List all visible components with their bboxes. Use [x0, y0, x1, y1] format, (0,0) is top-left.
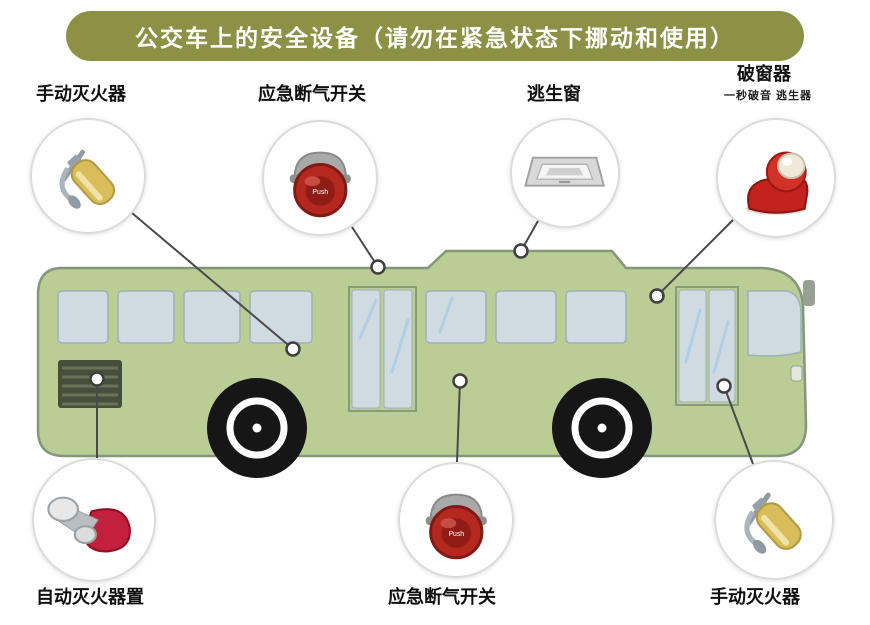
label-window-breaker: 破窗器 — [737, 64, 791, 84]
auto-extinguisher-icon — [47, 496, 132, 553]
connector-lines — [96, 212, 754, 465]
gas-cutoff-switch-icon: Push — [425, 493, 487, 559]
callout-auto-extinguisher — [32, 458, 156, 582]
label-gas-cutoff-bottom: 应急断气开关 — [388, 587, 496, 607]
callout-gas-cutoff-bottom: Push — [398, 462, 514, 578]
callout-gas-cutoff-top: Push — [262, 120, 378, 236]
svg-text:Push: Push — [312, 189, 328, 196]
label-escape-window: 逃生窗 — [527, 84, 581, 104]
connector-dots — [89, 243, 732, 394]
escape-hatch-icon — [524, 157, 606, 187]
fire-extinguisher-icon — [744, 492, 802, 554]
front-wheel-icon — [552, 378, 652, 478]
callout-manual-extinguisher-bottom — [714, 460, 834, 580]
callout-escape-window — [510, 118, 620, 228]
fire-extinguisher-icon — [59, 149, 115, 209]
rear-wheel-icon — [207, 378, 307, 478]
title-banner: 公交车上的安全设备（请勿在紧急状态下挪动和使用） — [66, 11, 804, 61]
side-mirror-icon — [803, 280, 815, 306]
callout-window-breaker — [716, 118, 836, 238]
label-gas-cutoff-top: 应急断气开关 — [258, 84, 366, 104]
label-manual-extinguisher-bottom: 手动灭火器 — [710, 587, 800, 607]
engine-grill-icon — [58, 360, 122, 408]
svg-text:Push: Push — [448, 531, 464, 538]
window-reflections — [358, 296, 730, 374]
gas-cutoff-switch-icon: Push — [289, 151, 351, 217]
window-breaker-icon — [745, 151, 809, 215]
label-auto-extinguisher: 自动灭火器置 — [36, 587, 144, 607]
callout-manual-extinguisher-top — [30, 118, 146, 234]
label-manual-extinguisher-top: 手动灭火器 — [36, 84, 126, 104]
sublabel-window-breaker: 一秒破音 逃生器 — [724, 90, 813, 102]
bus-windows — [57, 290, 802, 357]
headlight-icon — [790, 365, 803, 382]
